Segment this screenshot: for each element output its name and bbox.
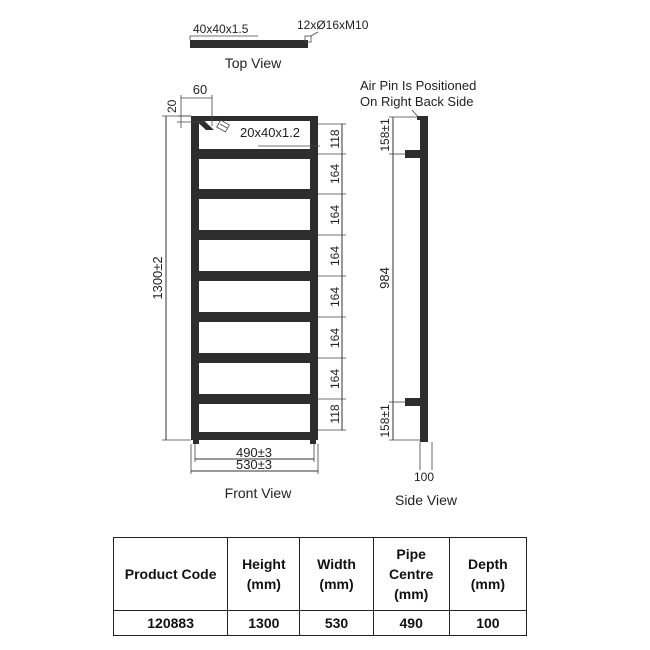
rail-label: 20x40x1.2 — [240, 125, 300, 140]
spacing-dim: 164 — [328, 369, 342, 389]
header-width: Width(mm) — [299, 537, 374, 611]
side-view-note: On Right Back Side — [360, 94, 473, 109]
dim-60: 60 — [193, 82, 207, 97]
dim-width: 530±3 — [236, 457, 272, 472]
spacing-dim: 164 — [328, 164, 342, 184]
rail — [199, 271, 310, 281]
top-view-bar-label: 12xØ16xM10 — [297, 18, 369, 32]
dim-bottom-offset: 158±1 — [378, 404, 392, 438]
top-view-tube-label: 40x40x1.5 — [193, 22, 249, 36]
cell-product-code: 120883 — [112, 610, 229, 636]
side-view: Air Pin Is Positioned On Right Back Side… — [360, 78, 476, 508]
side-view-note: Air Pin Is Positioned — [360, 78, 476, 93]
front-view-title: Front View — [225, 485, 293, 501]
rail — [199, 312, 310, 322]
spacing-dim: 164 — [328, 328, 342, 348]
spacing-dim: 164 — [328, 246, 342, 266]
top-view-body — [190, 40, 308, 48]
rail — [199, 149, 310, 159]
right-upright — [310, 116, 318, 440]
side-profile — [420, 116, 428, 442]
cell-height: 1300 — [227, 610, 301, 636]
dim-pipe-centre: 490±3 — [236, 445, 272, 460]
header-height: Height(mm) — [227, 537, 301, 611]
header-product-code: Product Code — [112, 537, 229, 611]
rail — [199, 189, 310, 199]
rails — [199, 149, 310, 440]
header-depth: Depth(mm) — [448, 537, 528, 611]
dim-depth: 100 — [414, 470, 434, 484]
side-view-title: Side View — [395, 492, 458, 508]
rail — [199, 394, 310, 404]
technical-drawing: 40x40x1.5 12xØ16xM10 Top View 6 — [150, 18, 476, 508]
spacing-dim: 164 — [328, 287, 342, 307]
spacing-dim: 164 — [328, 205, 342, 225]
top-view: 40x40x1.5 12xØ16xM10 Top View — [189, 18, 369, 71]
air-pin-icon — [216, 119, 230, 133]
spacing-dim: 118 — [328, 404, 342, 423]
spacing-dim: 118 — [328, 129, 342, 148]
cell-width: 530 — [299, 610, 374, 636]
cell-pipe-centre: 490 — [372, 610, 450, 636]
dim-20: 20 — [165, 99, 179, 113]
table-row: 120883 1300 530 490 100 — [112, 610, 528, 636]
rail — [199, 230, 310, 240]
left-upright — [191, 116, 199, 440]
dim-centre: 984 — [377, 267, 392, 289]
cell-depth: 100 — [448, 610, 528, 636]
dim-height: 1300±2 — [150, 256, 165, 299]
top-view-title: Top View — [225, 55, 282, 71]
front-view: 60 20 20x40x1.2 1300±2 118 164 — [150, 82, 346, 501]
rail — [199, 353, 310, 363]
spacing-dims: 118 164 164 164 164 164 164 118 — [318, 123, 346, 431]
rail — [199, 432, 310, 440]
dim-top-offset: 158±1 — [378, 118, 392, 152]
